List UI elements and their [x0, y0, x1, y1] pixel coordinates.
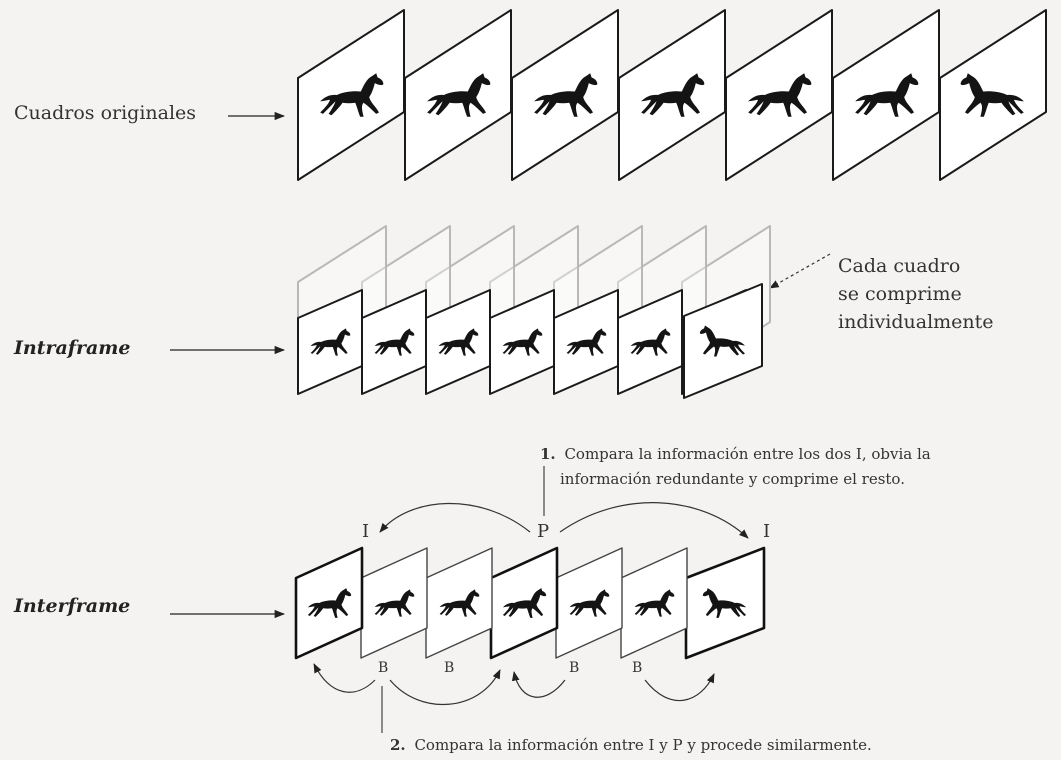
original-frame	[297, 9, 405, 181]
intraframe-frame	[553, 289, 619, 395]
original-frame	[939, 9, 1047, 181]
letter-B: B	[569, 660, 579, 676]
interframe-frame-B	[425, 547, 493, 659]
letter-B: B	[378, 660, 388, 676]
note-1: 1. Compara la información entre los dos …	[540, 445, 936, 488]
row-label-intraframe: Intraframe	[13, 337, 131, 359]
interframe-frame-B	[555, 547, 623, 659]
arc-p-to-i-right	[559, 502, 749, 539]
intraframe-note-line: Cada cuadro	[838, 255, 960, 277]
note-2: 2. Compara la información entre I y P y …	[390, 736, 872, 754]
intraframe-frame	[683, 283, 763, 399]
original-frame	[725, 9, 833, 181]
note-2-number: 2.	[390, 736, 406, 754]
original-frame	[618, 9, 726, 181]
original-frame	[404, 9, 512, 181]
note-1-number: 1.	[540, 445, 556, 463]
note-1-line1: Compara la información entre los dos I, …	[564, 445, 930, 463]
arc-b-to-i	[313, 663, 376, 693]
interframe-frame-B	[360, 547, 428, 659]
intraframe-frame	[297, 289, 363, 395]
interframe-frame-P	[489, 546, 559, 660]
intraframe-note-line: se comprime	[838, 283, 962, 305]
frames-layer	[294, 9, 1047, 660]
letter-P: P	[537, 521, 549, 542]
intraframe-note-arrow	[769, 253, 831, 289]
arc-b-to-i	[644, 673, 715, 702]
note-2-text: Compara la información entre I y P y pro…	[414, 736, 871, 754]
arc-b-to-p	[511, 671, 566, 698]
intraframe-frame	[425, 289, 491, 395]
arc-p-to-i-left	[379, 502, 531, 533]
original-frame	[511, 9, 619, 181]
letter-I-right: I	[763, 521, 770, 542]
intraframe-frame	[489, 289, 555, 395]
note-1-line2: información redundante y comprime el res…	[560, 470, 905, 488]
interframe-frame-I	[684, 546, 766, 660]
letter-B: B	[444, 660, 454, 676]
intraframe-frame	[617, 289, 683, 395]
intraframe-frame	[361, 289, 427, 395]
intraframe-note: Cada cuadro se comprime individualmente	[838, 255, 994, 333]
arc-b-to-p	[389, 669, 501, 706]
row-label-interframe: Interframe	[13, 595, 130, 617]
letter-I-left: I	[362, 521, 369, 542]
interframe-frame-B	[620, 547, 688, 659]
intraframe-note-line: individualmente	[838, 311, 994, 333]
letter-B: B	[632, 660, 642, 676]
original-frame	[832, 9, 940, 181]
interframe-frame-I	[294, 546, 364, 660]
row-label-original: Cuadros originales	[14, 102, 196, 124]
